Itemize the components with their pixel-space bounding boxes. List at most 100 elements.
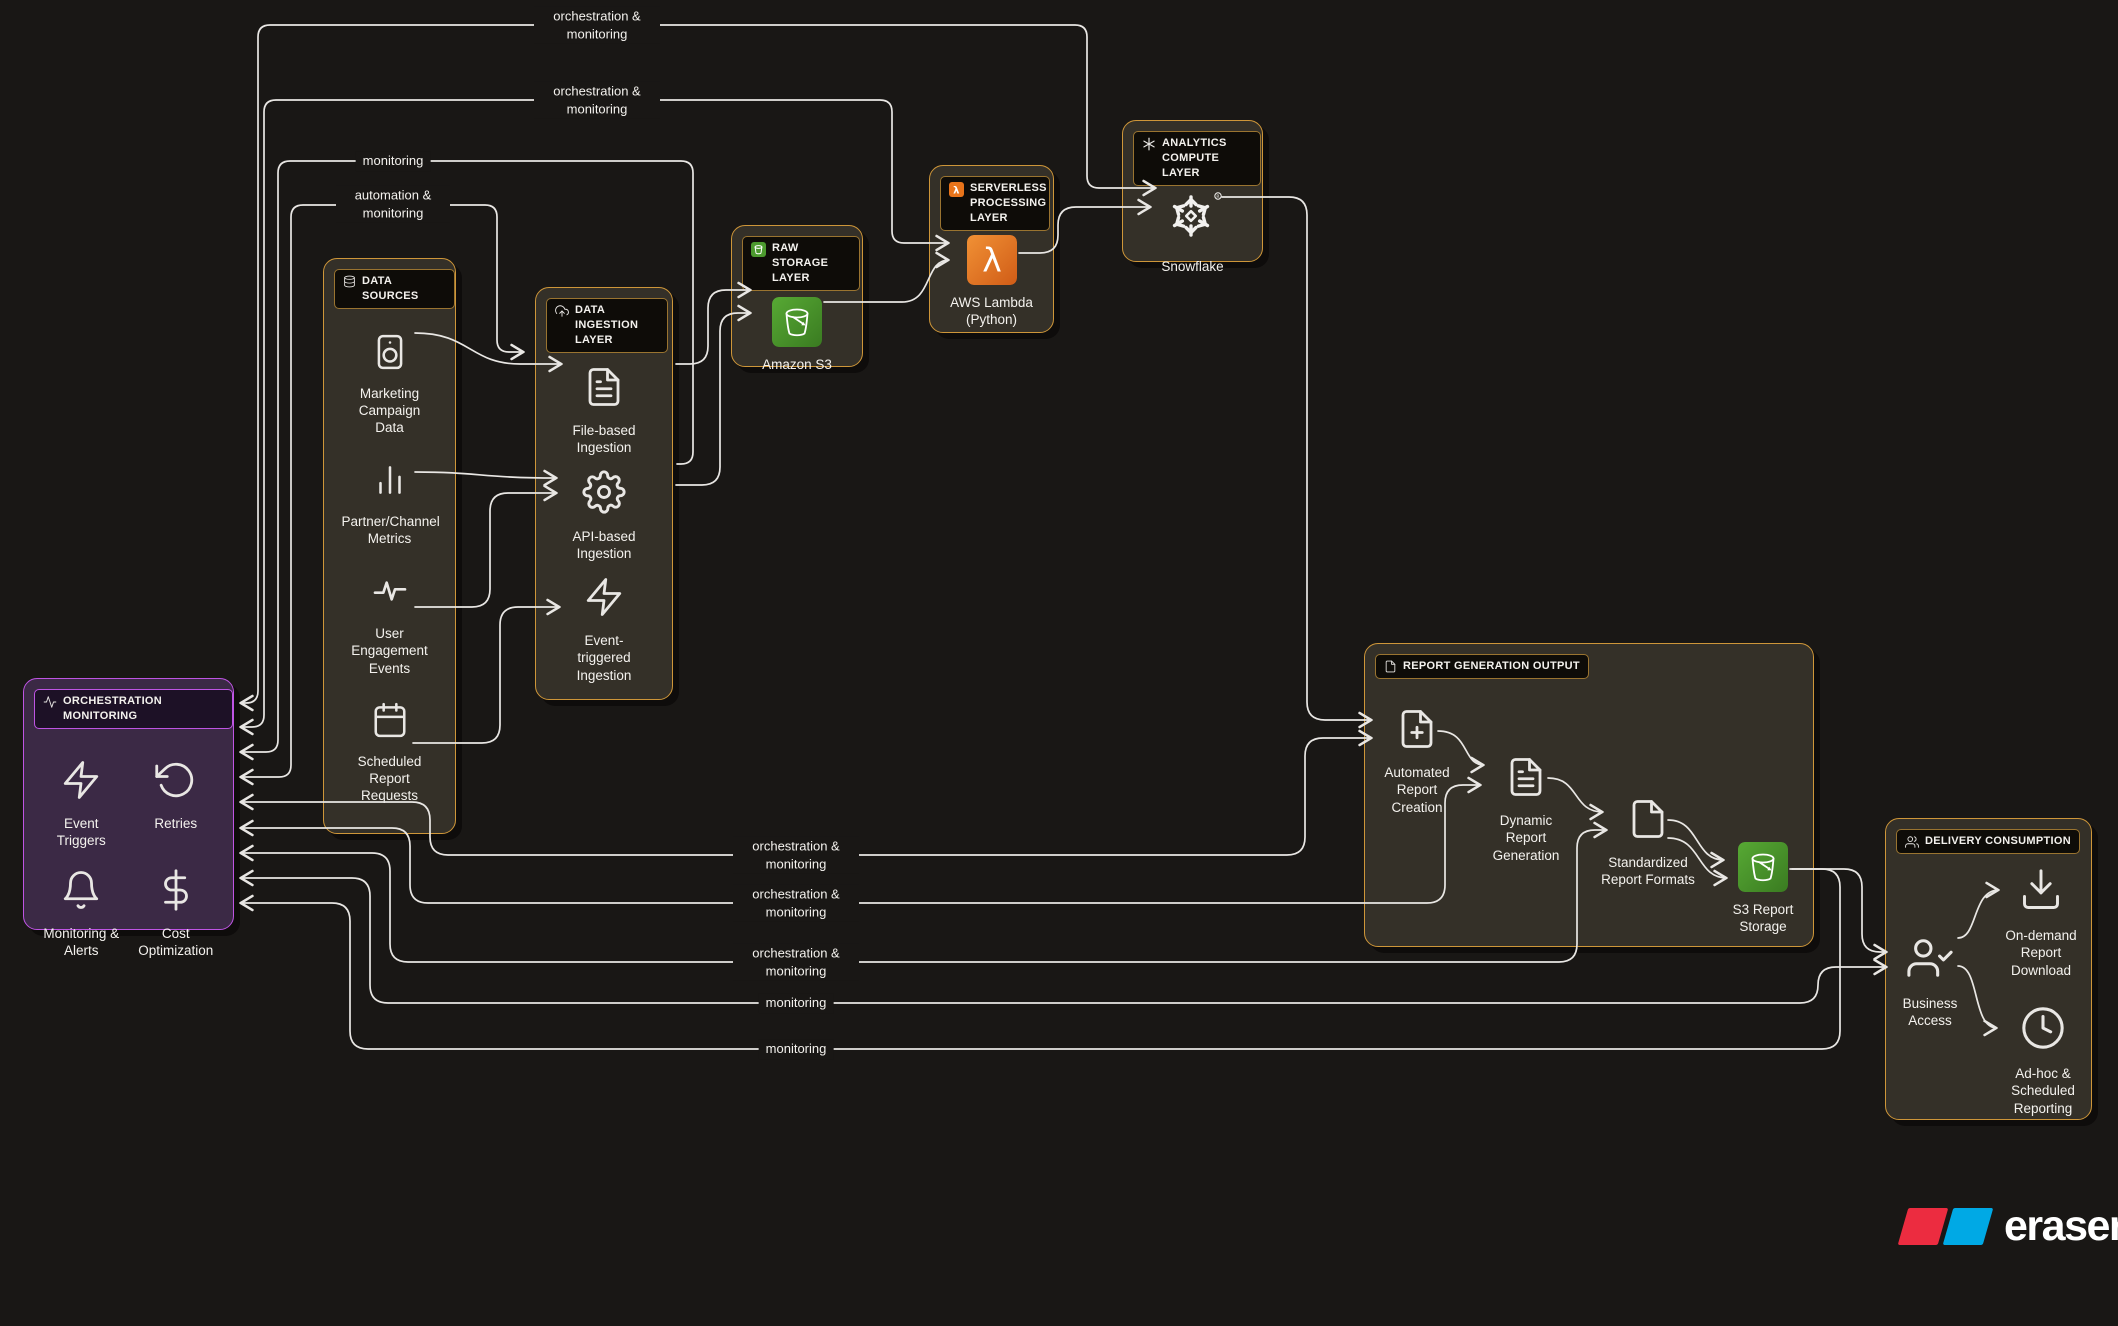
- speaker-icon: [371, 333, 409, 376]
- group-title: RAW STORAGE LAYER: [772, 242, 829, 284]
- snowflake-icon: R: [1162, 188, 1224, 249]
- analytics-compute-header: ANALYTICS COMPUTE LAYER: [1133, 131, 1261, 186]
- node-label: S3 Report Storage: [1732, 902, 1794, 935]
- node-dynamic-report-generation[interactable]: Dynamic Report Generation: [1481, 756, 1571, 864]
- file-text-icon: [1505, 756, 1547, 803]
- node-aws-lambda[interactable]: λ AWS Lambda (Python): [930, 234, 1053, 329]
- node-event-triggers[interactable]: Event Triggers: [50, 759, 112, 850]
- edge-label: automation & monitoring: [336, 185, 450, 223]
- serverless-processing-group[interactable]: λ SERVERLESS PROCESSING LAYER λ AWS Lamb…: [929, 165, 1054, 333]
- lambda-icon: λ: [949, 182, 964, 197]
- node-label: Automated Report Creation: [1384, 765, 1450, 815]
- node-event-triggered-ingestion[interactable]: Event-triggered Ingestion: [564, 576, 644, 684]
- dollar-icon: [155, 869, 197, 916]
- activity-icon: [370, 571, 410, 616]
- node-retries[interactable]: Retries: [154, 759, 197, 850]
- node-label: Event Triggers: [56, 815, 106, 848]
- node-adhoc-scheduled-reporting[interactable]: Ad-hoc & Scheduled Reporting: [1998, 1005, 2088, 1117]
- node-monitoring-alerts[interactable]: Monitoring & Alerts: [35, 869, 127, 960]
- s3-icon: [751, 242, 766, 257]
- node-on-demand-report-download[interactable]: On-demand Report Download: [1996, 869, 2086, 979]
- node-cost-optimization[interactable]: Cost Optimization: [134, 869, 218, 960]
- zap-icon: [583, 576, 625, 623]
- group-title: SERVERLESS PROCESSING LAYER: [970, 182, 1047, 224]
- data-ingestion-group[interactable]: DATA INGESTION LAYER File-based Ingestio…: [535, 287, 673, 700]
- edge-label: orchestration & monitoring: [534, 6, 660, 44]
- group-title: DATA SOURCES: [362, 275, 419, 302]
- raw-storage-header: RAW STORAGE LAYER: [742, 236, 860, 291]
- node-label: Ad-hoc & Scheduled Reporting: [2011, 1066, 2075, 1116]
- node-api-based-ingestion[interactable]: API-based Ingestion: [564, 470, 644, 563]
- edge-label: monitoring: [758, 993, 834, 1013]
- group-title: DELIVERY CONSUMPTION: [1925, 835, 2071, 847]
- node-scheduled-report-requests[interactable]: Scheduled Report Requests: [351, 701, 429, 805]
- cloud-upload-icon: [555, 304, 569, 318]
- eraser-logo[interactable]: eraser: [1897, 1202, 2118, 1251]
- node-amazon-s3[interactable]: Amazon S3: [732, 296, 862, 373]
- node-label: AWS Lambda (Python): [950, 294, 1033, 327]
- node-label: API-based Ingestion: [572, 529, 636, 562]
- node-label: Scheduled Report Requests: [357, 753, 422, 804]
- analytics-compute-group[interactable]: ANALYTICS COMPUTE LAYER R: [1122, 120, 1263, 274]
- group-title: DATA INGESTION LAYER: [575, 304, 639, 346]
- node-s3-report-storage[interactable]: S3 Report Storage: [1718, 842, 1808, 936]
- node-label: Partner/Channel Metrics: [341, 513, 440, 546]
- edge-label: orchestration & monitoring: [733, 884, 859, 922]
- node-standardized-report-formats[interactable]: Standardized Report Formats: [1600, 798, 1696, 889]
- node-label: Event-triggered Ingestion: [576, 633, 632, 683]
- database-icon: [343, 275, 356, 288]
- bar-chart-icon: [371, 461, 409, 504]
- node-label: Marketing Campaign Data: [358, 385, 421, 436]
- activity-icon: [43, 695, 57, 709]
- data-sources-header: DATA SOURCES: [334, 269, 455, 309]
- user-check-icon: [1907, 935, 1953, 986]
- eraser-logo-icon: [1897, 1208, 1994, 1245]
- serverless-processing-header: λ SERVERLESS PROCESSING LAYER: [940, 176, 1050, 231]
- file-plus-icon: [1396, 708, 1438, 755]
- gear-icon: [582, 470, 626, 519]
- rotate-ccw-icon: [155, 759, 197, 806]
- file-icon: [1627, 798, 1669, 845]
- edge-label: orchestration & monitoring: [733, 836, 859, 874]
- bell-icon: [60, 869, 102, 916]
- node-partner-channel-metrics[interactable]: Partner/Channel Metrics: [341, 461, 440, 548]
- edge-label: orchestration & monitoring: [733, 943, 859, 981]
- svg-text:R: R: [1216, 194, 1219, 200]
- clock-icon: [2020, 1005, 2066, 1056]
- report-generation-header: REPORT GENERATION OUTPUT: [1375, 654, 1589, 679]
- svg-text:λ: λ: [953, 186, 960, 197]
- edge-label: monitoring: [355, 151, 431, 171]
- node-file-based-ingestion[interactable]: File-based Ingestion: [564, 366, 644, 457]
- node-label: User Engagement Events: [351, 626, 428, 676]
- orchestration-monitoring-group[interactable]: ORCHESTRATION MONITORING Event Triggers …: [23, 678, 234, 958]
- node-label: Standardized Report Formats: [1601, 855, 1695, 888]
- file-icon: [1384, 660, 1397, 673]
- node-automated-report-creation[interactable]: Automated Report Creation: [1372, 708, 1462, 816]
- node-label: Cost Optimization: [138, 926, 214, 959]
- lambda-icon: λ: [966, 234, 1017, 285]
- delivery-consumption-header: DELIVERY CONSUMPTION: [1896, 829, 2080, 854]
- node-label: Amazon S3: [762, 356, 832, 372]
- node-snowflake[interactable]: R Snowflake: [1123, 188, 1262, 275]
- node-marketing-campaign-data[interactable]: Marketing Campaign Data: [350, 333, 430, 437]
- group-title: REPORT GENERATION OUTPUT: [1403, 660, 1580, 672]
- node-label: On-demand Report Download: [2005, 928, 2077, 978]
- data-sources-group[interactable]: DATA SOURCES Marketing Campaign Data Par…: [323, 258, 456, 834]
- node-label: File-based Ingestion: [572, 423, 636, 456]
- edge-label: orchestration & monitoring: [534, 81, 660, 119]
- raw-storage-group[interactable]: RAW STORAGE LAYER Amazon S3: [731, 225, 863, 372]
- report-generation-group[interactable]: REPORT GENERATION OUTPUT Automated Repor…: [1364, 643, 1814, 947]
- edge-label: monitoring: [758, 1039, 834, 1059]
- node-user-engagement-events[interactable]: User Engagement Events: [345, 571, 435, 677]
- delivery-consumption-group[interactable]: DELIVERY CONSUMPTION Business Access On-…: [1885, 818, 2092, 1120]
- node-label: Dynamic Report Generation: [1492, 813, 1560, 863]
- eraser-brand-text: eraser: [2004, 1202, 2118, 1250]
- node-label: Monitoring & Alerts: [43, 926, 120, 959]
- group-title: ANALYTICS COMPUTE LAYER: [1162, 137, 1227, 179]
- node-business-access[interactable]: Business Access: [1886, 935, 1974, 1030]
- download-icon: [2019, 869, 2063, 918]
- group-title: ORCHESTRATION MONITORING: [63, 695, 163, 722]
- node-label: Retries: [154, 815, 198, 831]
- s3-bucket-icon: [1738, 842, 1788, 892]
